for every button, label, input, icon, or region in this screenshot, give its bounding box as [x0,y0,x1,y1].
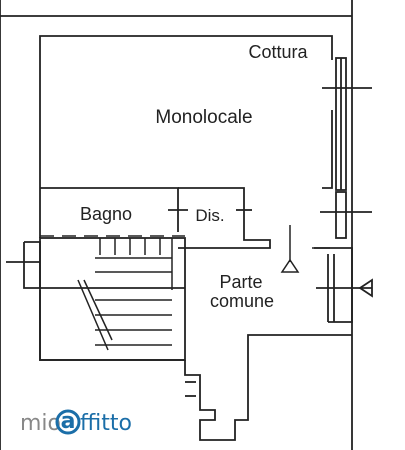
watermark-logo-letter: a [61,409,76,434]
dis-wall [178,187,271,249]
label-comune: comune [210,291,274,311]
window-right-lower [335,191,347,239]
label-monolocale: Monolocale [155,107,252,128]
monolocale-wall-right [322,110,333,189]
comune-wall-lower [184,334,352,441]
stair-block [39,237,186,361]
stair-lower [39,290,185,361]
watermark-logo-circle [55,409,81,435]
watermark: mio a ffitto [20,409,132,436]
label-parte: Parte [219,272,262,292]
stair-treads [40,235,185,351]
svg-text:mio: mio [20,411,61,436]
watermark-prefix: mio [20,411,61,436]
label-cottura: Cottura [248,42,308,62]
symbols [280,225,330,273]
watermark-suffix: ffitto [80,411,132,436]
door-triangle-right [358,278,373,298]
label-dis: Dis. [195,206,224,225]
monolocale-wall [39,35,333,188]
stair-left-notch [23,241,41,289]
walls [0,0,373,450]
comune-right-bracket [314,247,353,323]
label-bagno: Bagno [80,204,132,224]
